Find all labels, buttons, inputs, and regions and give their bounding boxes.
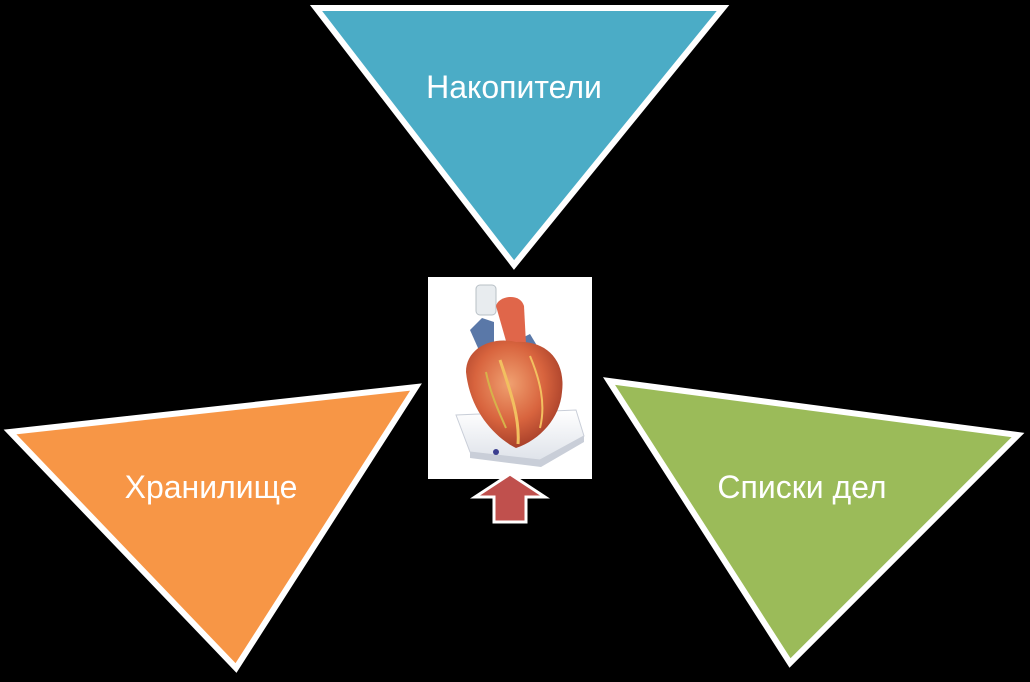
node-right: Списки дел [602, 377, 1025, 668]
heart-model-icon [428, 277, 592, 479]
right-triangle [602, 377, 1025, 668]
node-top: Накопители [309, 5, 730, 270]
top-node-label: Накопители [426, 69, 602, 105]
up-arrow-icon [469, 472, 551, 524]
left-triangle [3, 383, 422, 673]
top-triangle [309, 5, 730, 270]
node-left: Хранилище [3, 383, 422, 673]
up-arrow-shape [469, 472, 551, 524]
left-node-label: Хранилище [125, 469, 298, 505]
right-node-label: Списки дел [717, 469, 886, 505]
heart-body [466, 340, 563, 448]
